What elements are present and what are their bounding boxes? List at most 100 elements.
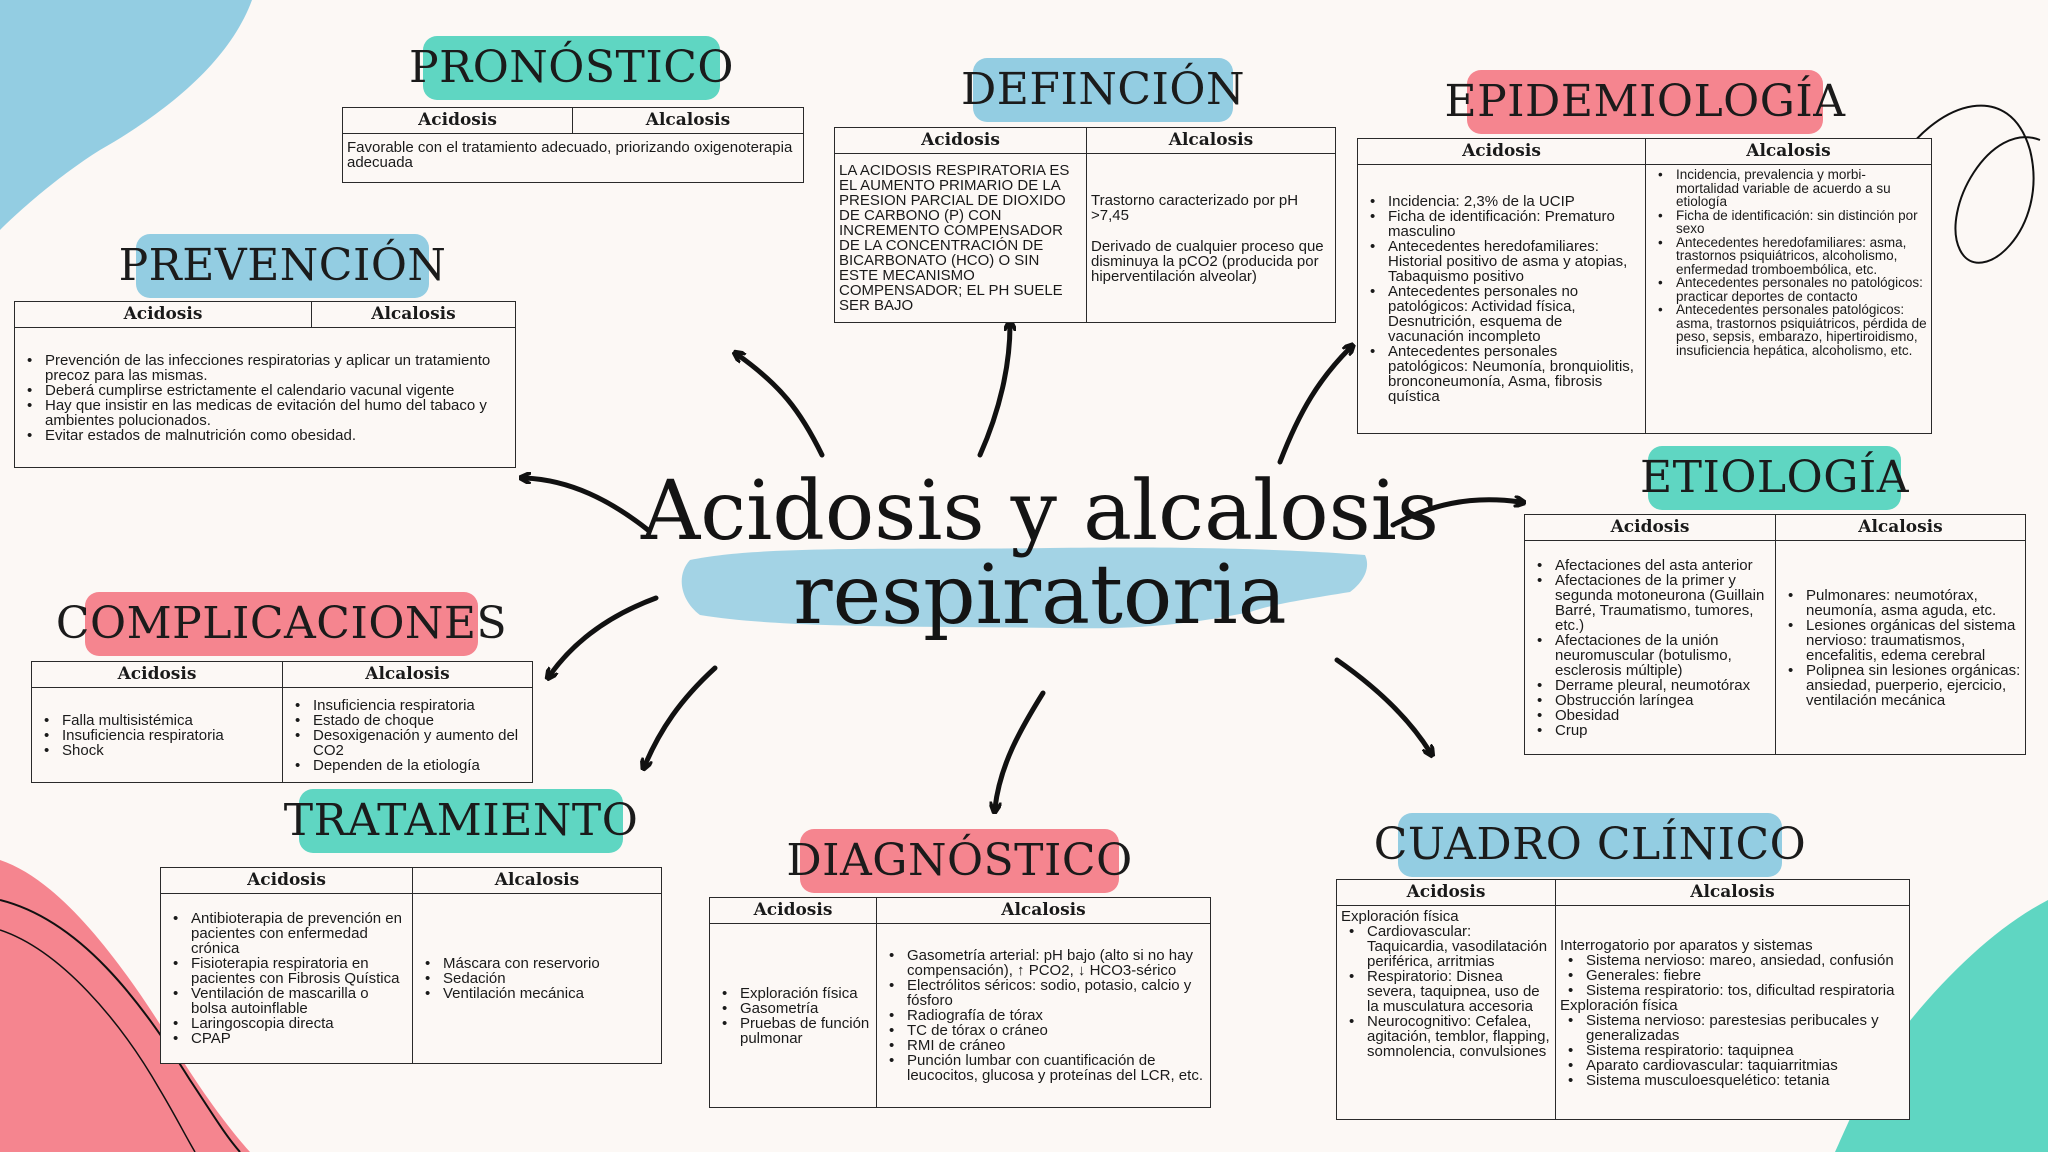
header-alcalosis: Alcalosis (311, 302, 515, 327)
list-item: Insuficiencia respiratoria (36, 728, 278, 743)
scribble-top-right (1899, 104, 2041, 264)
complicaciones-table-header: Acidosis Alcalosis (32, 662, 532, 688)
tratamiento-acidosis-list: Antibioterapia de prevención en paciente… (165, 911, 408, 1046)
brush-stroke (681, 547, 1368, 629)
epidemiologia-title: EPIDEMIOLOGÍA (1444, 70, 1845, 134)
list-item: Crup (1529, 723, 1771, 738)
prevencion-list: Prevención de las infecciones respirator… (19, 353, 511, 443)
complicaciones-acidosis: Falla multisistémica Insuficiencia respi… (32, 688, 282, 782)
arrow-epidemiologia (1277, 348, 1350, 465)
diagnostico-acidosis-list: Exploración física Gasometría Pruebas de… (714, 986, 872, 1046)
list-item: Antecedentes personales patológicos: asm… (1650, 303, 1927, 357)
list-item: Aparato cardiovascular: taquiarritmias (1560, 1058, 1905, 1073)
etiologia-alcalosis: Pulmonares: neumotórax, neumonía, asma a… (1775, 541, 2025, 754)
list-item: Máscara con reservorio (417, 956, 657, 971)
list-item: Sistema nervioso: mareo, ansiedad, confu… (1560, 953, 1905, 968)
list-item: Electrólitos séricos: sodio, potasio, ca… (881, 978, 1206, 1008)
list-item: Incidencia: 2,3% de la UCIP (1362, 194, 1641, 209)
diagnostico-alcalosis: Gasometría arterial: pH bajo (alto si no… (876, 924, 1210, 1107)
cuadro-alcalosis-list1: Sistema nervioso: mareo, ansiedad, confu… (1560, 953, 1905, 998)
cuadro-alcalosis-list2: Sistema nervioso: parestesias peribucale… (1560, 1013, 1905, 1088)
list-item: Incidencia, prevalencia y morbi-mortalid… (1650, 168, 1927, 209)
list-item: Ficha de identificación: Prematuro mascu… (1362, 209, 1641, 239)
list-item: Neurocognitivo: Cefalea, agitación, temb… (1341, 1014, 1551, 1059)
list-item: Afectaciones del asta anterior (1529, 558, 1771, 573)
cuadro-table: Acidosis Alcalosis Exploración física Ca… (1336, 879, 1910, 1120)
etiologia-title: ETIOLOGÍA (1640, 446, 1909, 510)
cuadro-acidosis-list: Cardiovascular: Taquicardia, vasodilatac… (1341, 924, 1551, 1059)
header-alcalosis: Alcalosis (412, 868, 661, 893)
prevencion-body: Prevención de las infecciones respirator… (15, 328, 515, 467)
central-title-line1: Acidosis y alcalosis (641, 464, 1439, 559)
list-item: Obstrucción laríngea (1529, 693, 1771, 708)
header-alcalosis: Alcalosis (1555, 880, 1909, 905)
tratamiento-acidosis: Antibioterapia de prevención en paciente… (161, 894, 412, 1063)
etiologia-acidosis: Afectaciones del asta anterior Afectacio… (1525, 541, 1775, 754)
pronostico-body: Favorable con el tratamiento adecuado, p… (347, 139, 793, 171)
epidemiologia-alcalosis-list: Incidencia, prevalencia y morbi-mortalid… (1650, 168, 1927, 357)
tratamiento-table: Acidosis Alcalosis Antibioterapia de pre… (160, 867, 662, 1064)
list-item: Pruebas de función pulmonar (714, 1016, 872, 1046)
cuadro-acidosis: Exploración física Cardiovascular: Taqui… (1337, 906, 1555, 1119)
definicion-alcalosis-p2: Derivado de cualquier proceso que dismin… (1091, 237, 1324, 285)
arrow-tratamiento (645, 665, 718, 765)
header-alcalosis: Alcalosis (1086, 128, 1335, 153)
list-item: Pulmonares: neumotórax, neumonía, asma a… (1780, 588, 2021, 618)
list-item: Evitar estados de malnutrición como obes… (19, 428, 511, 443)
cuadro-title: CUADRO CLÍNICO (1374, 813, 1806, 877)
list-item: Falla multisistémica (36, 713, 278, 728)
list-item: Sistema musculoesquelético: tetania (1560, 1073, 1905, 1088)
header-alcalosis: Alcalosis (282, 662, 532, 687)
definicion-title: DEFINCIÓN (961, 58, 1244, 122)
definicion-table: Acidosis Alcalosis LA ACIDOSIS RESPIRATO… (834, 127, 1336, 323)
diagnostico-acidosis: Exploración física Gasometría Pruebas de… (710, 924, 876, 1107)
complicaciones-alcalosis-list: Insuficiencia respiratoria Estado de cho… (287, 698, 528, 773)
list-item: Antecedentes personales no patológicos: … (1362, 284, 1641, 344)
definicion-acidosis: LA ACIDOSIS RESPIRATORIA ES EL AUMENTO P… (839, 162, 1070, 314)
cuadro-alcalosis-heading1: Interrogatorio por aparatos y sistemas (1560, 936, 1813, 954)
blob-bottom-left-line2 (0, 929, 196, 1152)
list-item: Deberá cumplirse estrictamente el calend… (19, 383, 511, 398)
etiologia-acidosis-list: Afectaciones del asta anterior Afectacio… (1529, 558, 1771, 738)
prevencion-table: Acidosis Alcalosis Prevención de las inf… (14, 301, 516, 468)
header-acidosis: Acidosis (123, 304, 203, 324)
pronostico-table-header: Acidosis Alcalosis (343, 108, 803, 134)
cuadro-acidosis-heading: Exploración física (1341, 908, 1459, 925)
list-item: Polipnea sin lesiones orgánicas: ansieda… (1780, 663, 2021, 708)
list-item: Hay que insistir en las medicas de evita… (19, 398, 511, 428)
list-item: Antecedentes personales patológicos: Neu… (1362, 344, 1641, 404)
list-item: Sistema respiratorio: tos, dificultad re… (1560, 983, 1905, 998)
list-item: Estado de choque (287, 713, 528, 728)
definicion-alcalosis-p1: Trastorno caracterizado por pH >7,45 (1091, 191, 1299, 224)
list-item: Respiratorio: Disnea severa, taquipnea, … (1341, 969, 1551, 1014)
blob-top-left (0, 0, 252, 230)
list-item: CPAP (165, 1031, 408, 1046)
header-acidosis: Acidosis (1462, 141, 1541, 161)
list-item: Insuficiencia respiratoria (287, 698, 528, 713)
list-item: Radiografía de tórax (881, 1008, 1206, 1023)
arrow-prevencion (525, 478, 651, 533)
list-item: TC de tórax o cráneo (881, 1023, 1206, 1038)
header-acidosis: Acidosis (247, 870, 326, 890)
list-item: Ventilación de mascarilla o bolsa autoin… (165, 986, 408, 1016)
epidemiologia-table-header: Acidosis Alcalosis (1358, 139, 1931, 165)
list-item: Punción lumbar con cuantificación de leu… (881, 1053, 1206, 1083)
header-alcalosis: Alcalosis (876, 898, 1210, 923)
arrow-pronostico (738, 355, 825, 458)
central-title: Acidosis y alcalosis respiratoria (640, 470, 1440, 637)
tratamiento-title: TRATAMIENTO (284, 789, 638, 853)
list-item: Desoxigenación y aumento del CO2 (287, 728, 528, 758)
list-item: Ventilación mecánica (417, 986, 657, 1001)
epidemiologia-acidosis: Incidencia: 2,3% de la UCIP Ficha de ide… (1358, 165, 1645, 433)
list-item: Fisioterapia respiratoria en pacientes c… (165, 956, 408, 986)
central-title-line2: respiratoria (793, 547, 1287, 643)
blob-bottom-left (0, 860, 250, 1152)
list-item: Derrame pleural, neumotórax (1529, 678, 1771, 693)
pronostico-table: Acidosis Alcalosis Favorable con el trat… (342, 107, 804, 183)
arrow-complicaciones (550, 595, 659, 675)
header-acidosis: Acidosis (921, 130, 1000, 150)
list-item: Gasometría arterial: pH bajo (alto si no… (881, 948, 1206, 978)
cuadro-table-header: Acidosis Alcalosis (1337, 880, 1909, 906)
diagnostico-alcalosis-list: Gasometría arterial: pH bajo (alto si no… (881, 948, 1206, 1083)
list-item: Antecedentes heredofamiliares: asma, tra… (1650, 235, 1927, 277)
